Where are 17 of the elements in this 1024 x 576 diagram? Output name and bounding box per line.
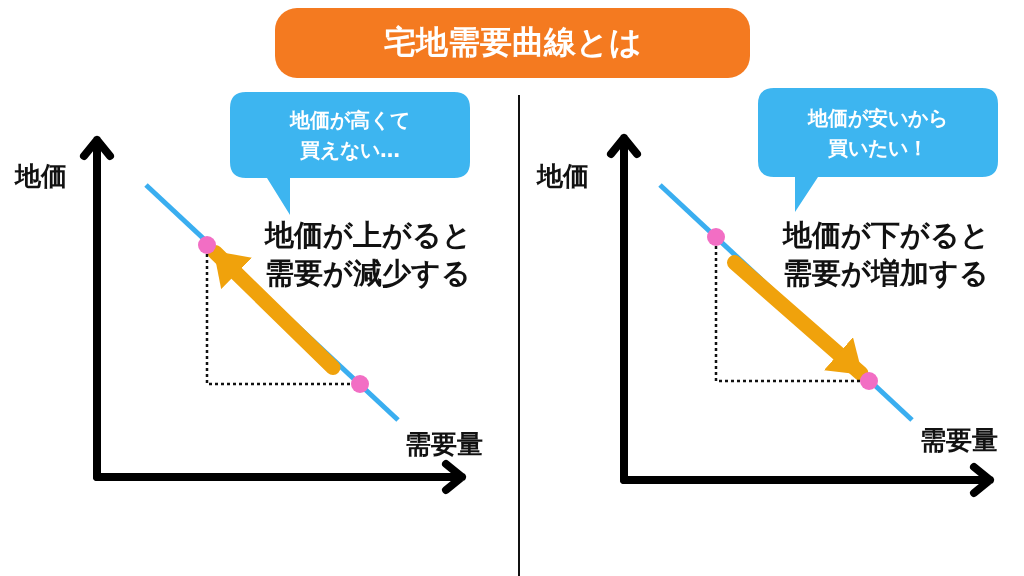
point-marker: [351, 375, 369, 393]
axis-label: 需要量: [405, 428, 483, 461]
point-marker: [860, 372, 878, 390]
axis-label: 需要量: [920, 424, 998, 457]
bubble-text: 地価が高くて買えない…: [288, 107, 411, 164]
axis-label: 地価: [15, 160, 67, 193]
annotation-text: 地価が上がると需要が減少する: [265, 217, 473, 292]
point-marker: [707, 228, 725, 246]
arrow: [207, 244, 341, 376]
guide-line: [205, 254, 351, 386]
title-banner: 宅地需要曲線とは: [275, 8, 750, 78]
axis-label: 地価: [537, 160, 589, 193]
arrow: [727, 255, 869, 381]
bubble-text: 地価が安いから買いたい！: [806, 104, 949, 162]
guide-line: [714, 246, 860, 383]
point-marker: [198, 236, 216, 254]
annotation-text: 地価が下がると需要が増加する: [783, 217, 991, 292]
